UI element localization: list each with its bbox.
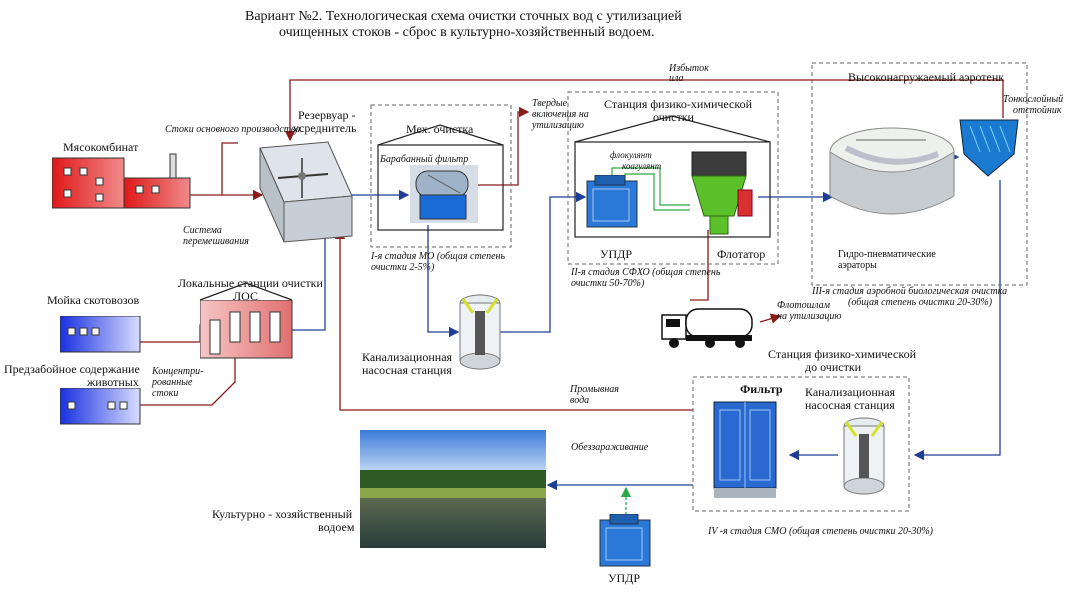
reservoir-icon (259, 141, 353, 243)
mech-title: Мех. очистка (406, 122, 474, 136)
post-station-outline (692, 376, 910, 512)
wash-water-label-2: вода (570, 395, 590, 406)
reservoir-label-2: усреднитель (293, 121, 357, 135)
flotator-label: Флотатор (717, 247, 766, 261)
line-excess-sludge (284, 79, 1004, 142)
flotosludge-label-2: на утилизацию (777, 311, 842, 322)
settler-icon (959, 119, 1019, 177)
post-stage: IV -я стадия СМО (общая степень очистки … (708, 526, 934, 537)
disinfection-label: Обеззараживание (571, 442, 649, 453)
solids-label-3: утилизацию (532, 120, 584, 131)
preslaughter-label-1: Предзабойное содержание (4, 362, 140, 376)
aerotank-station-outline (811, 62, 1028, 286)
line-preslaughter-to-los (140, 357, 236, 406)
wash-water-label-1: Промывная (570, 384, 619, 395)
preslaughter-icon (60, 388, 141, 425)
settler-label-1: Тонкослойный (1003, 94, 1064, 105)
concentrated-label-2: рованные (152, 377, 193, 388)
mech-station-outline (370, 104, 512, 248)
tanker-truck-icon (661, 308, 753, 348)
updr-label: УПДР (600, 247, 633, 261)
settler-label-2: отстойник (1013, 105, 1062, 116)
pump-station-1-icon (459, 294, 501, 370)
coagulant-label: коагулянт (622, 161, 662, 171)
mech-roof (377, 124, 504, 146)
los-label-1: Локальные станции очистки (178, 276, 323, 290)
pump-station-2-icon (843, 417, 885, 495)
title-line-1: Вариант №2. Технологическая схема очистк… (245, 9, 682, 24)
physchem-title-1: Станция физико-химической (604, 97, 752, 111)
line-wash-water (334, 228, 693, 411)
pump2-label-2: насосная станция (805, 398, 895, 412)
mech-house (377, 144, 504, 231)
line-pump-to-physchem (500, 191, 587, 333)
updr-2-icon (599, 514, 651, 567)
aerotank-icon (829, 127, 955, 215)
line-meat-to-reservoir (190, 142, 238, 196)
los-roof (199, 282, 293, 301)
pump1-label-2: насосная станция (362, 363, 452, 377)
concentrated-label-3: стоки (152, 388, 179, 399)
preslaughter-label-2: животных (87, 375, 139, 389)
line-flotosludge (690, 230, 709, 301)
water-body-label-2: водоем (318, 520, 355, 534)
filter-icon (713, 401, 777, 498)
truck-wash-icon (60, 316, 141, 353)
title-line-2: очищенных стоков - сброс в культурно-хоз… (279, 25, 655, 40)
physchem-stage-1: II-я стадия СФХО (общая степень (571, 267, 721, 278)
flocculant-label: флокулянт (610, 150, 652, 160)
line-flotosludge-to-util (759, 313, 782, 324)
excess-sludge-label-2: ила (669, 73, 684, 84)
solids-label-2: включения на (532, 109, 589, 120)
mech-stage-1: I-я стадия МО (общая степень (371, 251, 506, 262)
main-effluent-label: Стоки основного производства (165, 124, 301, 135)
line-los-to-reservoir (292, 223, 331, 331)
reservoir-label-1: Резервуар - (298, 108, 356, 122)
drum-filter-icon (410, 165, 478, 223)
mech-stage-2: очистки 2-5%) (371, 262, 435, 273)
drum-filter-label: Барабанный фильтр (380, 154, 469, 165)
aerators-label-1: Гидро-пневматические (838, 249, 936, 260)
solids-label-1: Твердые (532, 98, 568, 109)
pump1-label-1: Канализационная (362, 350, 453, 364)
mixing-label-1: Система (183, 225, 222, 236)
aerators-label-2: аэраторы (838, 260, 877, 271)
updr-2-label: УПДР (608, 571, 641, 585)
post-title-2: до очистки (805, 360, 862, 374)
updr-icon (586, 175, 638, 228)
flotosludge-label-1: Флотошлам (777, 300, 831, 311)
line-settler-to-post (913, 180, 1001, 461)
meat-plant-icon (52, 153, 191, 209)
water-body-label-1: Культурно - хозяйственный (212, 507, 353, 521)
filter-label: Фильтр (740, 382, 783, 396)
excess-sludge-label-1: Избыток (669, 63, 709, 74)
physchem-title-2: очистки (653, 110, 694, 124)
aerotank-stage-1: III-я стадия аэробной биологическая очис… (812, 286, 1008, 297)
physchem-station-outline (567, 91, 779, 265)
water-body-photo (360, 430, 546, 548)
aerotank-stage-2: (общая степень очистки 20-30%) (848, 297, 993, 308)
truck-wash-label: Мойка скотовозов (47, 293, 140, 307)
flocculant-line (611, 167, 690, 206)
flotator-icon (691, 151, 753, 235)
aerotank-title: Высоконагружаемый аэротенк (848, 70, 1005, 84)
post-title-1: Станция физико-химической (768, 347, 916, 361)
physchem-house (574, 141, 771, 238)
mixing-label-2: перемешивания (183, 236, 249, 247)
pump2-label-1: Канализационная (805, 385, 896, 399)
line-mech-to-pump (427, 225, 460, 338)
physchem-stage-2: очистки 50-70%) (571, 278, 645, 289)
line-solids (470, 106, 530, 186)
los-icon (200, 300, 293, 359)
physchem-roof (574, 115, 771, 143)
concentrated-label-1: Концентри- (152, 366, 204, 377)
meat-plant-label: Мясокомбинат (63, 140, 139, 154)
